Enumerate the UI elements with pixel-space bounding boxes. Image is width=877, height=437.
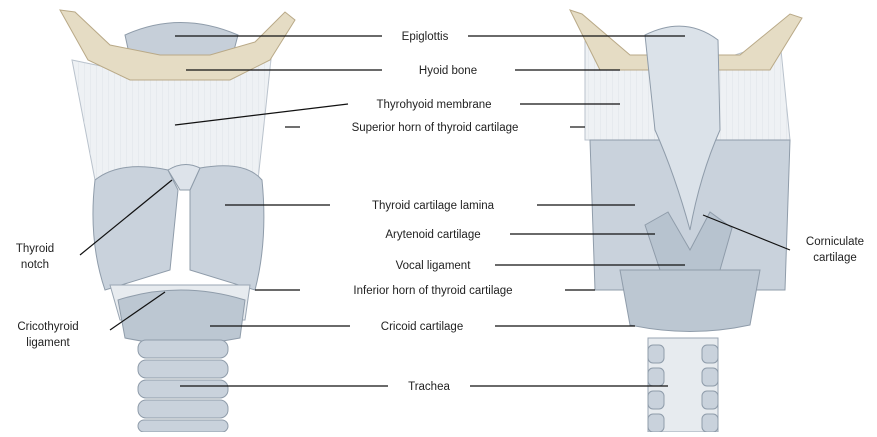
label-thyroid-notch-1: Thyroid xyxy=(16,243,54,255)
label-arytenoid: Arytenoid cartilage xyxy=(385,229,480,241)
label-cricothyroid-2: ligament xyxy=(26,337,70,349)
label-inferior-horn: Inferior horn of thyroid cartilage xyxy=(353,285,512,297)
label-corniculate-1: Corniculate xyxy=(806,236,864,248)
trachea-right xyxy=(648,338,718,432)
label-thyroid-notch-2: notch xyxy=(21,259,49,271)
label-trachea: Trachea xyxy=(408,381,450,393)
posterior-larynx-view xyxy=(570,10,802,432)
label-cricoid: Cricoid cartilage xyxy=(381,321,463,333)
cricoid-right xyxy=(620,270,760,332)
label-thyrohyoid-membrane: Thyrohyoid membrane xyxy=(376,99,491,111)
label-hyoid-bone: Hyoid bone xyxy=(419,65,477,77)
label-thyroid-lamina: Thyroid cartilage lamina xyxy=(372,200,495,212)
label-corniculate-2: cartilage xyxy=(813,252,856,264)
label-cricothyroid-1: Cricothyroid xyxy=(17,321,78,333)
label-epiglottis: Epiglottis xyxy=(402,31,449,43)
anterior-larynx-view xyxy=(60,10,295,432)
cricoid-left xyxy=(118,290,245,344)
label-superior-horn: Superior horn of thyroid cartilage xyxy=(352,122,519,134)
label-vocal-ligament: Vocal ligament xyxy=(396,260,472,272)
